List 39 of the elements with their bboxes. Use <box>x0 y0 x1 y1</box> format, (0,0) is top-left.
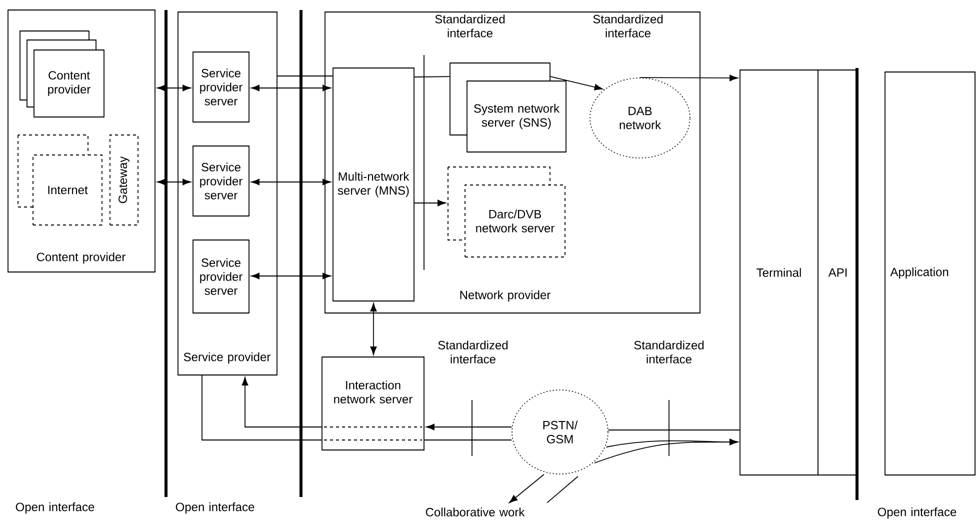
interface-label: Open interface <box>176 502 254 514</box>
stacked-box: System network server (SNS) <box>450 62 566 152</box>
connector-line <box>414 76 450 78</box>
server-box: Service provider server <box>192 240 250 314</box>
terminal-box: Terminal <box>740 70 818 476</box>
server-box: Interaction network server <box>322 356 424 450</box>
server-box: Multi-network server (MNS) <box>332 68 414 302</box>
arrow <box>426 424 512 430</box>
arrow <box>550 76 603 90</box>
arrow <box>370 302 377 356</box>
arrow <box>242 376 322 428</box>
interface-label: Open interface <box>878 507 956 519</box>
arrow <box>640 74 738 82</box>
connector-line <box>546 476 578 504</box>
network-cloud: PSTN/ GSM <box>512 390 608 474</box>
arrow <box>414 200 446 206</box>
interface-label: Standardized interface <box>593 14 663 38</box>
interface-label: Standardized interface <box>634 340 704 364</box>
stacked-box: Darc/DVB network server <box>448 166 566 258</box>
arrow <box>156 178 192 186</box>
arrow <box>250 84 332 92</box>
interface-label: Standardized interface <box>438 340 508 364</box>
stacked-box: Content provider <box>20 30 104 118</box>
interface-label: Open interface <box>16 502 94 514</box>
connector-line <box>202 375 322 440</box>
gateway-box: Gateway <box>110 134 138 226</box>
application-box: Application <box>884 72 976 476</box>
interface-label: Standardized interface <box>435 14 505 38</box>
api-box: API <box>818 70 858 476</box>
caption-text: Collaborative work <box>426 508 525 516</box>
internet-box: Internet <box>18 134 102 226</box>
arrow <box>509 474 544 503</box>
arrow <box>250 272 332 280</box>
server-box: Service provider server <box>192 146 250 216</box>
arrow <box>156 84 192 92</box>
server-box: Service provider server <box>192 52 250 122</box>
arrow <box>250 178 332 186</box>
arrow <box>594 438 738 464</box>
network-cloud: DAB network <box>590 78 690 158</box>
